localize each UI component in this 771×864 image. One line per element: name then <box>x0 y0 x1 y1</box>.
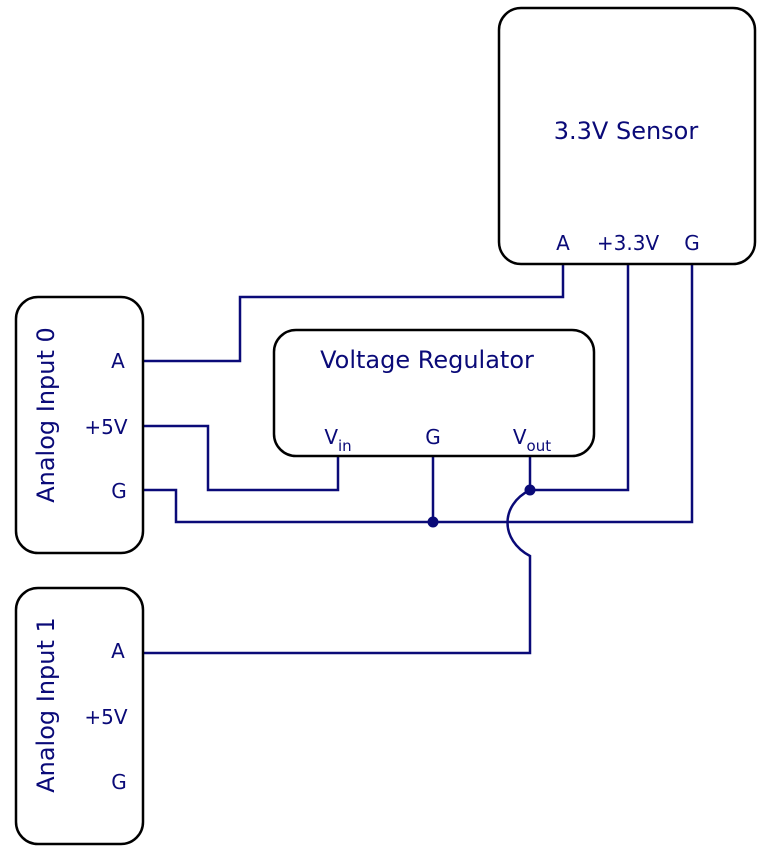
wire-regulator-vout-to-sensor-3v3 <box>528 264 630 492</box>
wire-analog0-5v-to-regulator-vin <box>143 424 340 492</box>
regulator-pin-vin: Vin <box>324 425 351 455</box>
analog-input-1-pin-g: G <box>111 770 127 794</box>
regulator-box: Voltage Regulator Vin G Vout <box>272 328 596 458</box>
analog-input-1-box: Analog Input 1 A +5V G <box>14 586 145 846</box>
sensor-pin-g: G <box>684 231 700 255</box>
analog-input-1-title: Analog Input 1 <box>32 617 60 793</box>
analog-input-0-box: Analog Input 0 A +5V G <box>14 295 145 555</box>
analog-input-0-pin-a: A <box>111 349 125 373</box>
analog-input-0-pin-g: G <box>111 479 127 503</box>
junction-dot-ground <box>427 516 439 528</box>
sensor-box-outline <box>497 6 757 266</box>
analog-input-0-pin-5v: +5V <box>84 415 127 439</box>
regulator-pin-g: G <box>425 425 441 449</box>
sensor-pin-3v3: +3.3V <box>597 231 660 255</box>
wire-sensor-a-to-analog0-a <box>143 264 565 363</box>
wire-analog1-a-crossover <box>143 488 532 655</box>
wire-ground-bus <box>143 264 694 524</box>
regulator-title: Voltage Regulator <box>320 346 534 374</box>
regulator-box-outline <box>272 328 596 458</box>
junction-dot-vout <box>524 484 536 496</box>
wires <box>143 264 694 655</box>
regulator-pin-vout: Vout <box>513 425 551 455</box>
analog-input-1-pin-5v: +5V <box>84 705 127 729</box>
analog-input-0-title: Analog Input 0 <box>32 327 60 503</box>
analog-input-1-outline <box>14 586 145 846</box>
sensor-title: 3.3V Sensor <box>554 117 699 145</box>
analog-input-0-outline <box>14 295 145 555</box>
sensor-pin-a: A <box>556 231 570 255</box>
sensor-box: 3.3V Sensor A +3.3V G <box>497 6 757 266</box>
analog-input-1-pin-a: A <box>111 639 125 663</box>
